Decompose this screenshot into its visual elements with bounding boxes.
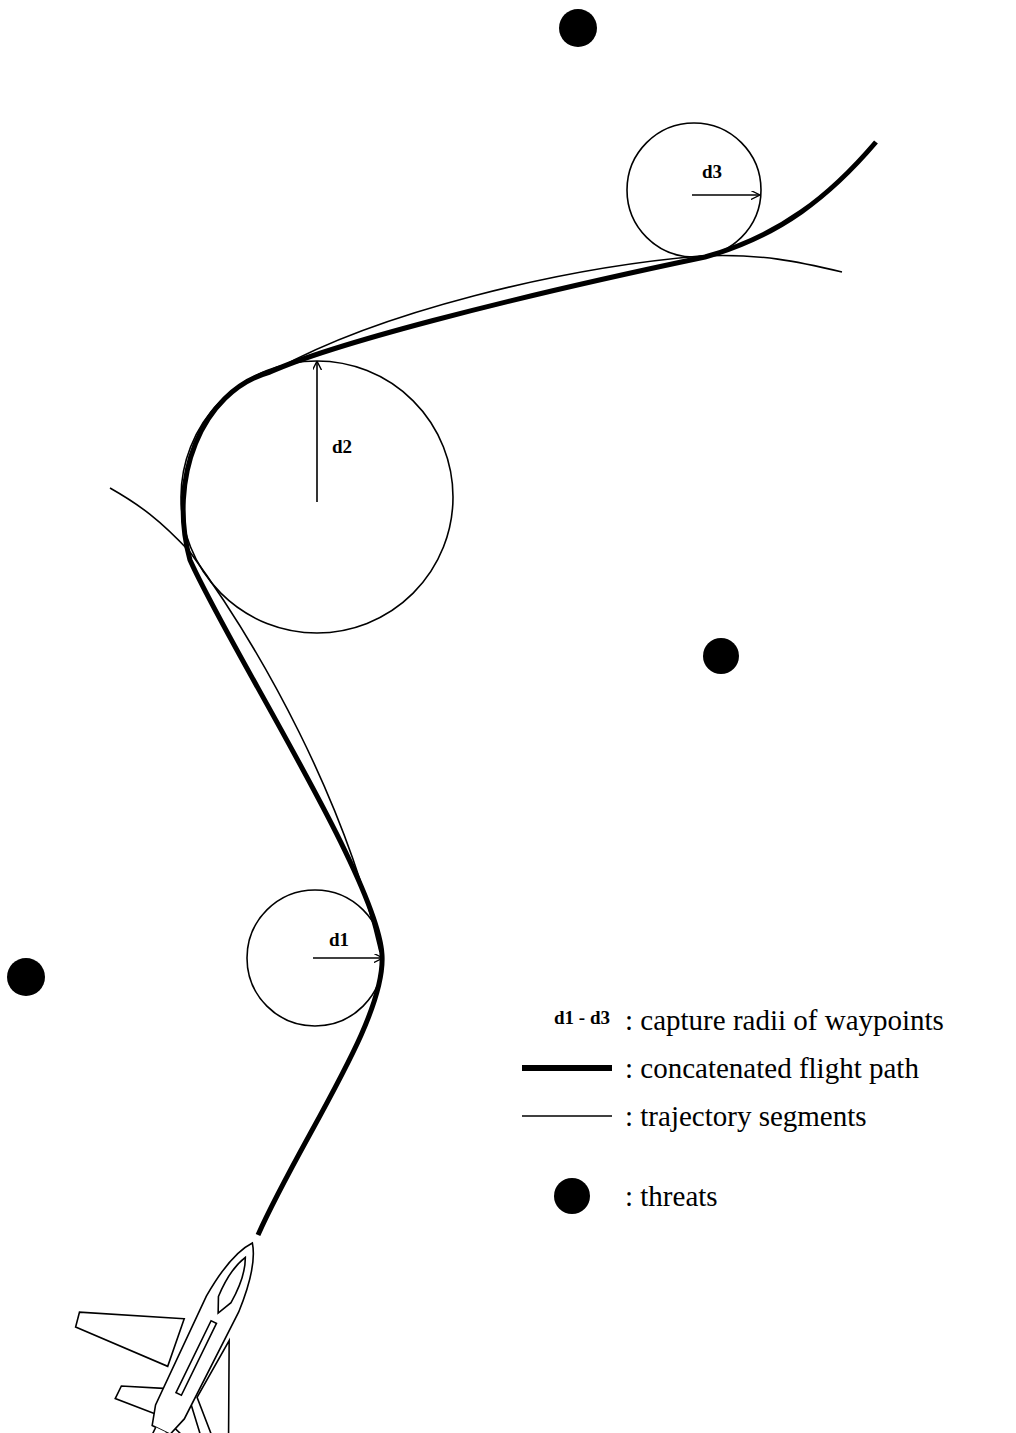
legend-text: : capture radii of waypoints <box>625 1006 944 1035</box>
radius-arrow <box>692 194 759 196</box>
legend-text: : threats <box>625 1182 718 1211</box>
threat-dot <box>7 958 45 996</box>
capture-circle: d3 <box>626 122 762 258</box>
threat-dot <box>559 9 597 47</box>
legend-text: : trajectory segments <box>625 1102 867 1131</box>
aircraft-symbol <box>44 1188 315 1433</box>
radius-arrow <box>313 957 382 959</box>
radius-arrow <box>316 362 318 502</box>
legend-thick-line <box>522 1065 612 1071</box>
threat-dot <box>703 638 739 674</box>
radius-label: d3 <box>702 162 722 181</box>
trajectory-segment <box>275 255 842 370</box>
radius-label: d1 <box>329 930 349 949</box>
trajectory-segment <box>110 488 380 952</box>
circle-outline <box>246 889 384 1027</box>
circle-outline <box>180 360 454 634</box>
legend-threat-dot <box>554 1178 590 1214</box>
legend-thin-line <box>522 1115 612 1117</box>
legend-key-label: d1 - d3 <box>554 1008 610 1027</box>
capture-circle: d1 <box>246 889 384 1027</box>
capture-circle: d2 <box>180 360 454 634</box>
radius-label: d2 <box>332 437 352 456</box>
circle-outline <box>626 122 762 258</box>
legend-text: : concatenated flight path <box>625 1054 919 1083</box>
